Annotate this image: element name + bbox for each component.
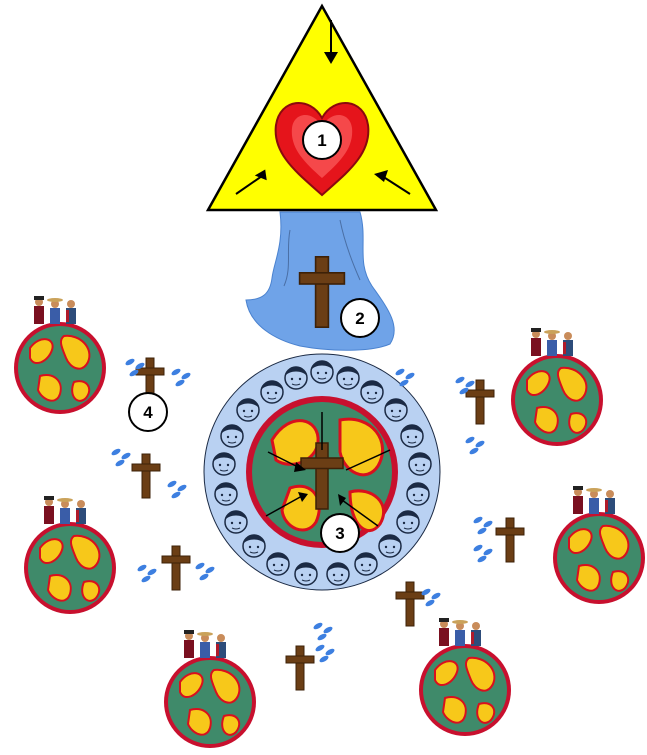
cross-icon bbox=[396, 582, 424, 626]
cross-icon bbox=[496, 518, 524, 562]
cross-icon bbox=[162, 546, 190, 590]
label-2: 2 bbox=[341, 299, 379, 337]
label-4: 4 bbox=[129, 393, 167, 431]
label-1: 1 bbox=[303, 121, 341, 159]
svg-text:1: 1 bbox=[317, 131, 326, 150]
cross-icon bbox=[286, 646, 314, 690]
svg-text:2: 2 bbox=[355, 309, 364, 328]
svg-text:3: 3 bbox=[335, 524, 344, 543]
label-3: 3 bbox=[321, 514, 359, 552]
cross-icon bbox=[132, 454, 160, 498]
svg-text:4: 4 bbox=[143, 403, 153, 422]
